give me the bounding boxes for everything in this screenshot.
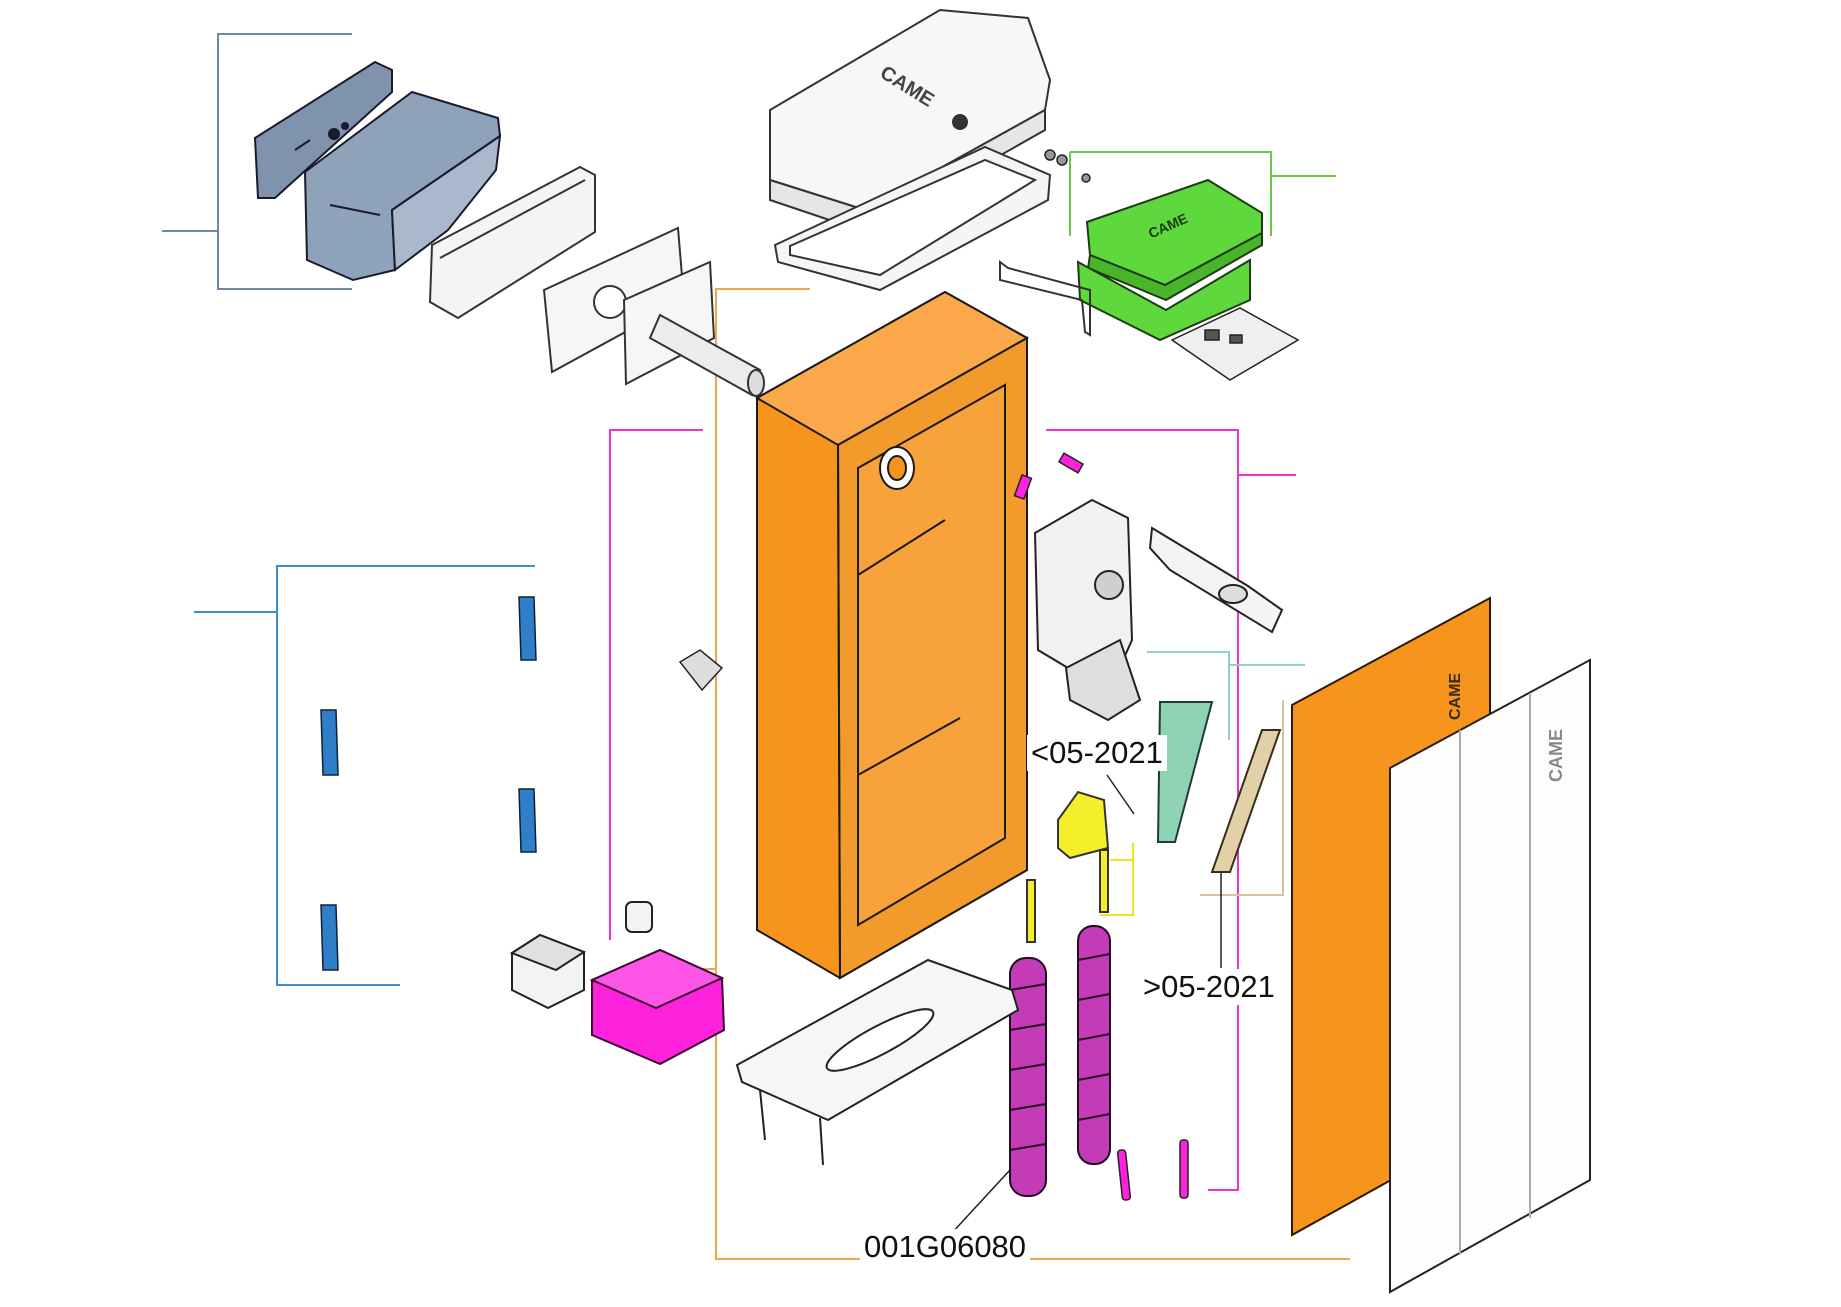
leader-blue-group	[276, 565, 535, 986]
blue-panel-4	[320, 904, 339, 971]
leader-green-group	[1070, 151, 1272, 236]
battery-housing	[589, 948, 726, 1066]
u-bracket	[999, 260, 1091, 337]
balance-spring-left	[1009, 957, 1047, 1197]
door-panel-logo-text: CAME	[1447, 673, 1464, 720]
leader-magenta-left	[609, 429, 703, 940]
gearmotor	[1033, 498, 1142, 722]
side-cover-plate	[253, 60, 393, 199]
barrier-cabinet	[754, 290, 1030, 980]
limit-pins	[1116, 1139, 1189, 1201]
blue-panel-2	[320, 709, 339, 776]
cable-clip	[678, 649, 724, 692]
blue-panel-1	[518, 596, 537, 661]
control-board	[1170, 307, 1300, 381]
leader-tan-group	[1200, 700, 1284, 896]
leader-yellow-group	[1100, 843, 1134, 916]
leader-orange-top	[715, 288, 1350, 1260]
door-white-logo-text: CAME	[1546, 729, 1566, 782]
blue-panel-3	[518, 788, 537, 853]
door-panel-white: CAME	[1389, 658, 1591, 1294]
control-box-cover: CAME	[1085, 178, 1263, 302]
end-cover-hood	[303, 90, 502, 282]
transformer	[509, 933, 587, 1010]
capacitor	[625, 901, 653, 933]
leader-teal-group	[1147, 651, 1230, 740]
version-before-label: <05-2021	[1027, 735, 1167, 771]
spring-arm-tan	[1210, 729, 1282, 873]
output-lever	[1148, 526, 1284, 634]
motor-screws	[1013, 452, 1085, 501]
control-screws	[1044, 149, 1091, 183]
leader-slate-group	[217, 33, 352, 290]
spring-bracket	[1026, 790, 1110, 943]
top-lid: CAME	[769, 8, 1052, 292]
foundation-plate	[735, 958, 1020, 1166]
spring-arm-teal	[1156, 701, 1214, 843]
support-bracket	[428, 165, 596, 320]
pointer-old	[1106, 774, 1135, 815]
spring-part-code-label: 001G06080	[860, 1229, 1031, 1265]
version-after-label: >05-2021	[1139, 969, 1279, 1005]
balance-spring-right	[1077, 925, 1111, 1165]
flange-with-shaft	[622, 260, 765, 397]
